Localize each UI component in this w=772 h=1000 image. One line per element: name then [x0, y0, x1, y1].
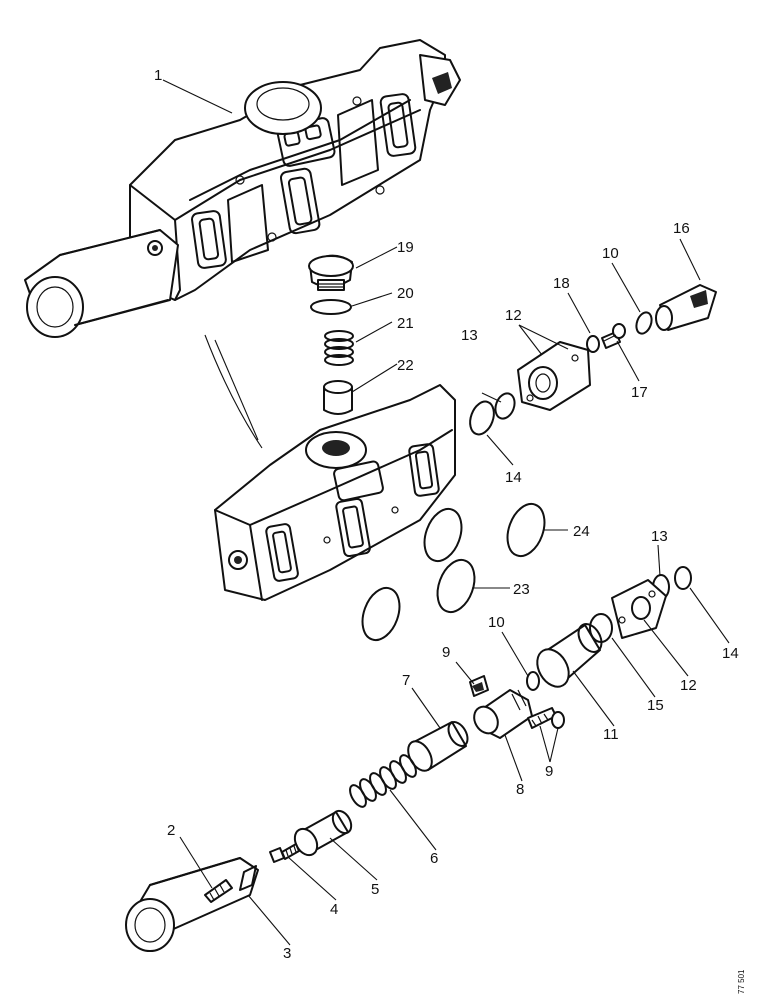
- o-ring-large-2: [361, 586, 401, 642]
- o-ring-24: [506, 502, 546, 558]
- retainer-5: [293, 809, 353, 857]
- o-ring-10-lower: [526, 671, 540, 691]
- label-13-lower: 13: [651, 528, 668, 545]
- label-6: 6: [430, 850, 438, 867]
- o-ring-large-1: [423, 507, 463, 563]
- label-21: 21: [397, 315, 414, 332]
- label-16: 16: [673, 220, 690, 237]
- flange-12-lower: [611, 579, 667, 639]
- label-8: 8: [516, 781, 524, 798]
- label-9-lower: 9: [545, 763, 553, 780]
- flange-12-upper: [517, 341, 591, 411]
- sleeve-11: [536, 623, 603, 688]
- label-1: 1: [154, 67, 162, 84]
- label-10-upper: 10: [602, 245, 619, 262]
- o-ring-10-upper: [635, 311, 653, 335]
- label-7: 7: [402, 672, 410, 689]
- label-9-upper: 9: [442, 644, 450, 661]
- sleeve-7: [407, 721, 469, 772]
- label-13-upper: 13: [461, 327, 478, 344]
- label-14-lower: 14: [722, 645, 739, 662]
- o-ring-14-lower: [674, 566, 692, 590]
- valve-assembly-upper: [24, 39, 461, 338]
- fitting-16: [655, 284, 717, 331]
- label-3: 3: [283, 945, 291, 962]
- spool-end-3: [125, 857, 259, 952]
- label-11: 11: [603, 726, 619, 743]
- port-window-2: [279, 167, 321, 235]
- label-17: 17: [631, 384, 648, 401]
- o-ring-23: [436, 558, 476, 614]
- label-19: 19: [397, 239, 414, 256]
- label-12-lower: 12: [680, 677, 697, 694]
- leader-lines: [162, 79, 730, 946]
- transition-arrow: [204, 334, 263, 449]
- screws-9-lower: [527, 707, 565, 729]
- label-23: 23: [513, 581, 530, 598]
- drawing-number: 77 501: [737, 969, 746, 994]
- top-boss: [244, 81, 322, 135]
- plug-9-upper: [469, 675, 489, 697]
- cap-plug: [308, 254, 354, 291]
- washer-18: [586, 335, 600, 353]
- spring-6: [349, 754, 417, 808]
- label-22: 22: [397, 357, 414, 374]
- label-18: 18: [553, 275, 570, 292]
- port-window-1: [191, 210, 227, 269]
- port-window-4: [379, 93, 417, 157]
- adaptor-8: [473, 689, 533, 739]
- screw-2: [204, 879, 233, 903]
- label-15: 15: [647, 697, 664, 714]
- valve-section-middle: [214, 384, 456, 601]
- seal-13-upper: [494, 392, 516, 420]
- o-ring-14-upper: [469, 400, 495, 436]
- label-24: 24: [573, 523, 590, 540]
- screw-17: [601, 323, 626, 349]
- o-ring-20: [310, 299, 352, 315]
- label-2: 2: [167, 822, 175, 839]
- part-labels: 1 2 3 4 5 6 7 8 9 9 10 10 11 12 12 13 13…: [154, 67, 739, 962]
- spring-21: [324, 330, 354, 366]
- label-20: 20: [397, 285, 414, 302]
- label-12-upper: 12: [505, 307, 522, 324]
- label-10-lower: 10: [488, 614, 505, 631]
- screw-4: [269, 843, 300, 863]
- sleeve-22: [323, 380, 353, 415]
- label-5: 5: [371, 881, 379, 898]
- label-4: 4: [330, 901, 338, 918]
- label-14-upper: 14: [505, 469, 522, 486]
